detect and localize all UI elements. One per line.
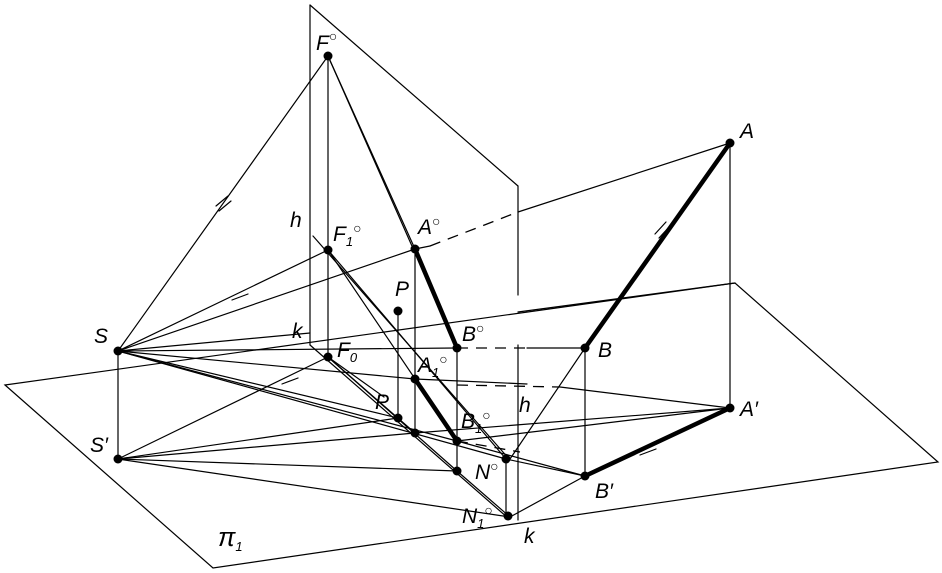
label-pi1: π1 — [218, 522, 243, 554]
label-s-prime: S′ — [90, 434, 109, 457]
label-b: B — [598, 339, 612, 362]
construction-lines — [117, 55, 731, 518]
label-f1-0: F1○ — [333, 220, 362, 249]
label-p-lower: P — [375, 391, 389, 414]
label-b0: B○ — [462, 320, 484, 346]
label-b1-0: B1○ — [461, 407, 491, 436]
label-s: S — [94, 325, 108, 348]
hidden-lines — [429, 211, 561, 453]
label-p-upper: P — [395, 278, 409, 301]
label-a0: A○ — [416, 213, 440, 239]
label-n0: N○ — [475, 458, 499, 484]
labels: F○ A○ A h F1○ P k S B○ F0 B A1○ P A′ h B… — [90, 28, 759, 554]
label-k-upper: k — [292, 320, 304, 343]
label-f0-top: F○ — [316, 28, 337, 55]
label-h-left: h — [290, 209, 302, 232]
label-h-right: h — [519, 394, 531, 417]
points — [113, 51, 735, 521]
label-f-zero: F0 — [337, 339, 358, 365]
label-a1-0: A1○ — [416, 351, 448, 380]
label-b-prime: B′ — [595, 480, 614, 503]
ground-plane — [3, 282, 940, 569]
picture-plane — [309, 4, 736, 521]
label-a: A — [738, 120, 754, 143]
label-a-prime: A′ — [738, 398, 759, 421]
label-k-lower: k — [524, 525, 536, 548]
thick-segments — [412, 140, 733, 479]
label-n1-0: N1○ — [462, 502, 493, 531]
